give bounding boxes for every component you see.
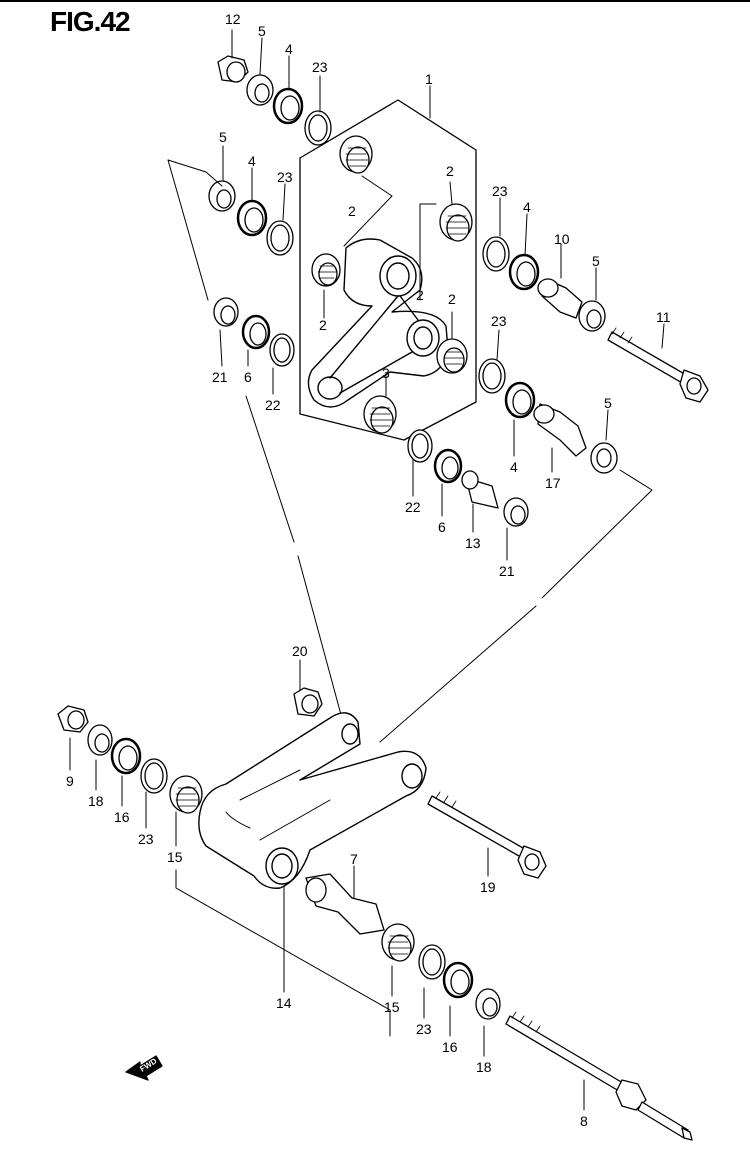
callout-6b: 6: [438, 519, 446, 535]
oil-seal-4-top: [272, 87, 304, 125]
callout-23a: 23: [312, 59, 328, 75]
cushion-lever-bracket-outline: [299, 99, 477, 441]
bolt-11: [607, 327, 709, 403]
cushion-rod-14: [198, 712, 427, 889]
bolt-8: [505, 1011, 693, 1141]
callout-8: 8: [580, 1113, 588, 1129]
collar-5-right: [578, 300, 606, 332]
callout-16a: 16: [114, 809, 130, 825]
washer-23-top: [304, 110, 332, 146]
needle-bearing-2a: [339, 135, 373, 174]
needle-bearing-15-right: [381, 923, 415, 962]
callout-23e: 23: [138, 831, 154, 847]
washer-23-lower-right: [418, 944, 446, 980]
callout-23c: 23: [492, 183, 508, 199]
spacer-10: [537, 278, 583, 319]
collar-5-left: [208, 180, 236, 212]
washer-23-left: [266, 220, 294, 256]
callout-23b: 23: [277, 169, 293, 185]
callout-14: 14: [276, 995, 292, 1011]
callout-7: 7: [350, 851, 358, 867]
needle-bearing-15-left: [169, 775, 203, 814]
callout-1: 1: [425, 71, 433, 87]
collar-18-right: [475, 988, 501, 1020]
callout-22a: 22: [265, 397, 281, 413]
needle-bearing-2b: [439, 203, 473, 242]
callout-20: 20: [292, 643, 308, 659]
callout-13: 13: [465, 535, 481, 551]
oil-seal-6-center: [433, 448, 463, 484]
callout-4b: 4: [248, 153, 256, 169]
nut-20: [293, 687, 323, 717]
top-border-rule: [0, 0, 750, 2]
figure-title: FIG.42: [50, 6, 131, 37]
callout-22b: 22: [405, 499, 421, 515]
callout-18b: 18: [476, 1059, 492, 1075]
callout-labels: 12 5 4 23 1 5 4 23 2 2 2 23 4 10 5 2 2 1…: [66, 11, 671, 1129]
washer-22-left: [269, 333, 295, 367]
callout-4d: 4: [510, 459, 518, 475]
callout-5c: 5: [592, 253, 600, 269]
callout-12: 12: [225, 11, 241, 27]
callout-4a: 4: [285, 41, 293, 57]
collar-18-left: [87, 724, 113, 756]
callout-23f: 23: [416, 1021, 432, 1037]
bolt-19: [427, 791, 547, 879]
callout-19: 19: [480, 879, 496, 895]
needle-bearing-2d: [436, 338, 468, 374]
callout-6a: 6: [244, 369, 252, 385]
needle-bearing-3: [363, 395, 397, 434]
collar-5-right-lower: [590, 442, 618, 474]
fwd-arrow-icon: FWD: [125, 1055, 163, 1081]
callout-4c: 4: [523, 199, 531, 215]
oil-seal-4-left: [236, 199, 268, 237]
callout-11: 11: [656, 309, 671, 325]
washer-22-center: [407, 429, 433, 463]
needle-bearing-2c: [311, 253, 341, 287]
collar-21-center: [503, 497, 529, 527]
washer-23-lower-left: [140, 758, 168, 794]
callout-2e: 2: [416, 287, 424, 303]
oil-seal-6-left: [241, 314, 271, 350]
callout-5a: 5: [258, 23, 266, 39]
callout-2a: 2: [446, 163, 454, 179]
callout-15b: 15: [384, 999, 400, 1015]
callout-10: 10: [554, 231, 570, 247]
callout-2d: 2: [448, 291, 456, 307]
washer-23-right-lower: [478, 358, 506, 394]
nut-9: [57, 705, 89, 733]
callout-9: 9: [66, 773, 74, 789]
callout-23d: 23: [491, 313, 507, 329]
oil-seal-4-right: [508, 253, 540, 291]
spacer-7: [305, 873, 385, 935]
callout-2b: 2: [348, 203, 356, 219]
washer-23-right: [482, 236, 510, 272]
oil-seal-4-right-lower: [504, 381, 536, 419]
cushion-lever: [307, 238, 449, 408]
callout-17: 17: [545, 475, 561, 491]
callout-21a: 21: [212, 369, 228, 385]
oil-seal-16-right: [442, 961, 474, 999]
collar-5-top: [246, 74, 274, 106]
spacer-17: [533, 403, 587, 457]
callout-16b: 16: [442, 1039, 458, 1055]
callout-15a: 15: [167, 849, 183, 865]
callout-2c: 2: [319, 317, 327, 333]
nut-12: [217, 55, 249, 83]
callout-5d: 5: [604, 395, 612, 411]
collar-21-left: [213, 297, 239, 327]
callout-18a: 18: [88, 793, 104, 809]
callout-21b: 21: [499, 563, 515, 579]
callout-3: 3: [382, 365, 390, 381]
leader-lines: [69, 29, 665, 1111]
spacer-13: [461, 470, 499, 509]
callout-5b: 5: [219, 129, 227, 145]
oil-seal-16-left: [110, 737, 142, 775]
